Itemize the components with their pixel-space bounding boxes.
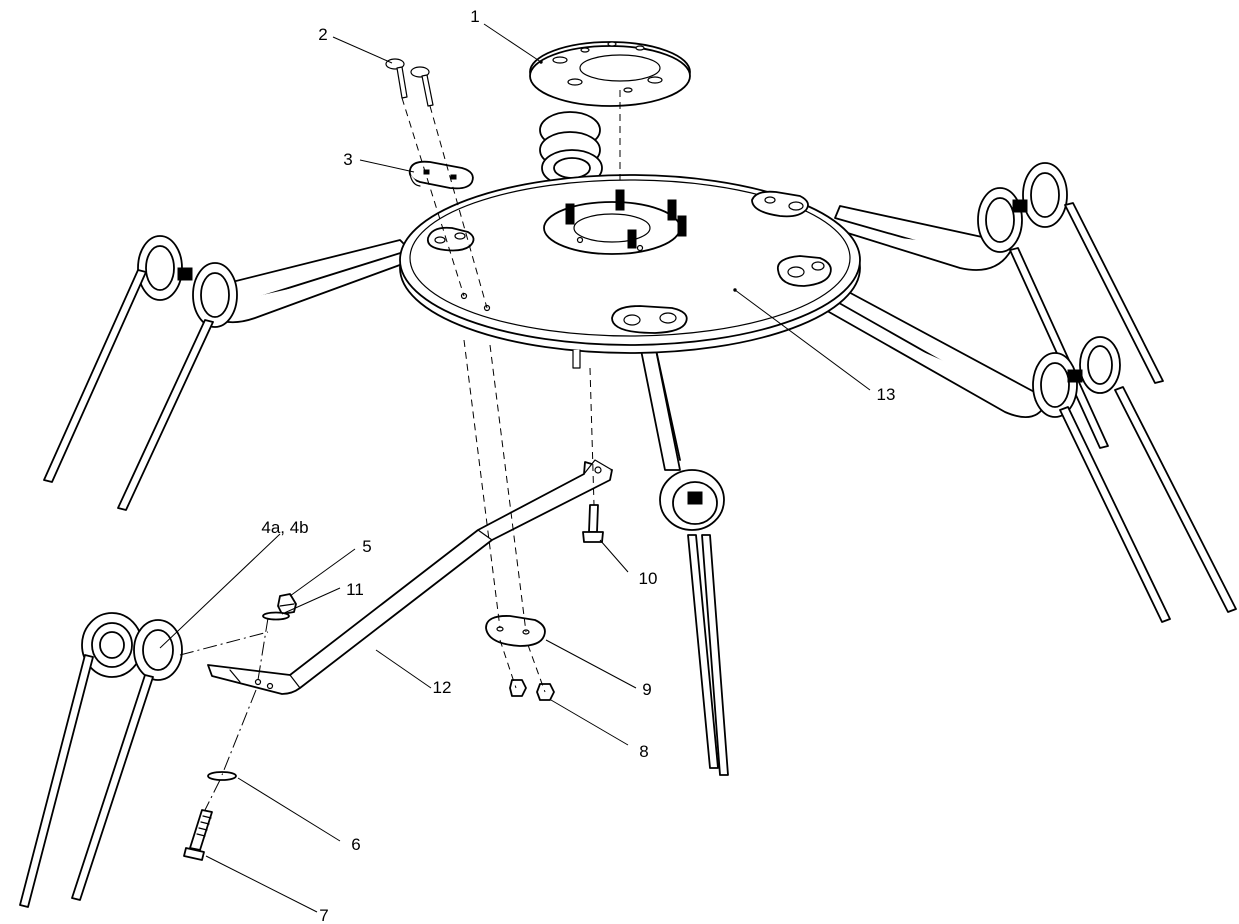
callout-12: 12: [433, 678, 452, 697]
plate-part-9: [485, 615, 546, 647]
rotor-disc-part-13: [399, 60, 861, 369]
callout-7: 7: [319, 906, 328, 924]
callout-1: 1: [470, 7, 479, 26]
callout-5: 5: [362, 537, 371, 556]
tine-arm-left: [43, 235, 411, 511]
nuts-part-8: [509, 679, 555, 701]
washer-part-6: [207, 771, 237, 781]
callout-9: 9: [642, 680, 651, 699]
callout-3: 3: [343, 150, 352, 169]
nut-part-5: [277, 593, 297, 615]
bolt-part-10: [582, 504, 604, 543]
bolt-part-7: [183, 809, 213, 861]
tine-arm-right-upper: [834, 162, 1164, 449]
tine-arm-front: [639, 344, 729, 776]
tine-arm-right-lower: [821, 281, 1237, 623]
callout-11: 11: [346, 580, 364, 599]
assembly-lines: [179, 90, 621, 811]
callout-8: 8: [639, 742, 648, 761]
disc-part-1: [529, 41, 691, 107]
pins-part-2: [385, 58, 434, 107]
callout-labels: 1 2 3 4a, 4b 5 6 7 8 9 10 11 12 13: [261, 7, 895, 924]
washer-part-11: [262, 611, 290, 621]
tine-coil-part-4: [19, 612, 183, 908]
callout-2: 2: [318, 25, 327, 44]
callout-4a-4b: 4a, 4b: [261, 518, 308, 537]
callout-13: 13: [877, 385, 896, 404]
tine-arm-part-12: [207, 459, 613, 695]
plate-part-3: [408, 160, 474, 190]
callout-leaders: [159, 23, 871, 913]
callout-10: 10: [639, 569, 658, 588]
callout-6: 6: [351, 835, 360, 854]
